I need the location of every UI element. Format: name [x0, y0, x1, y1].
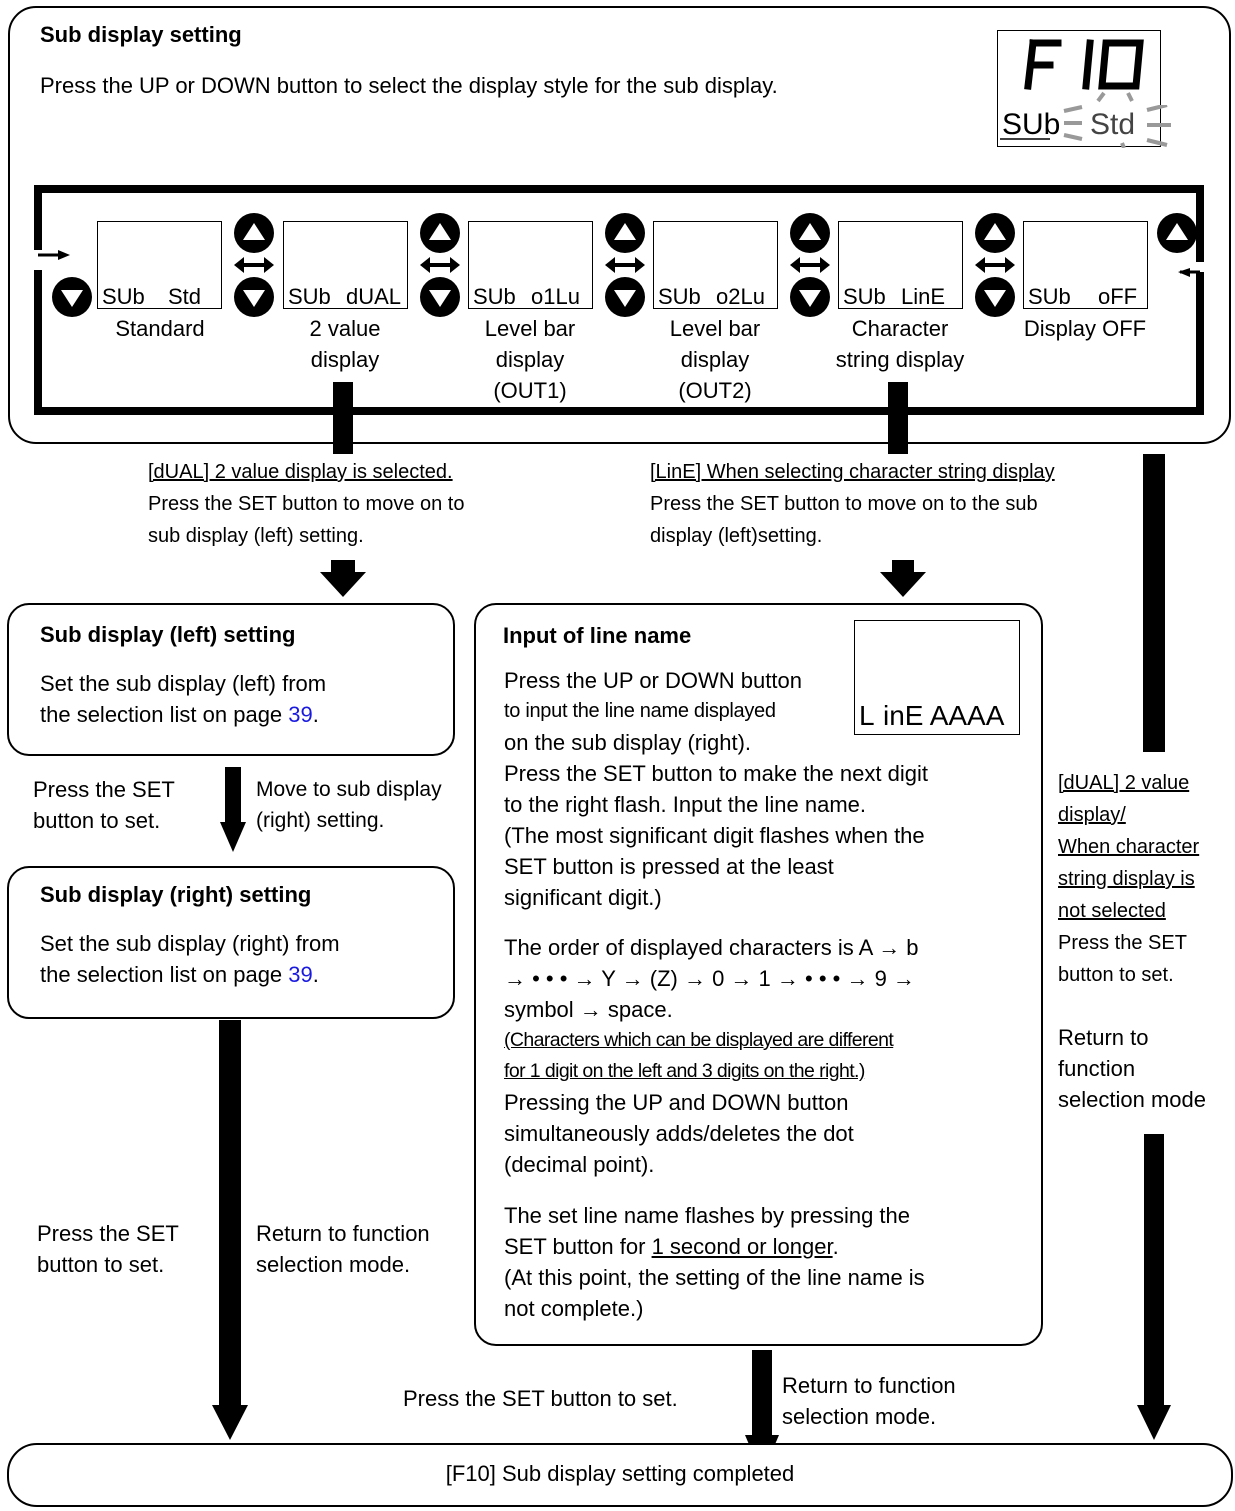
completed-box — [7, 1443, 1233, 1507]
caption-display-off: Display OFF — [1023, 316, 1147, 341]
input-box-title: Input of line name — [503, 623, 692, 648]
lcd-text-left: L — [859, 700, 875, 731]
input-box-text-bottom: The set line name flashes by pressing th… — [504, 1203, 925, 1321]
sub-display-right-box — [7, 866, 455, 1019]
lcd-text-right: Std — [168, 284, 201, 309]
lcd-text-right: dUAL — [346, 284, 401, 309]
lcd-sub-right: Std — [1090, 108, 1135, 141]
selection-loop-frame — [34, 185, 1204, 415]
lcd-text-right: oFF — [1098, 284, 1137, 309]
lcd-text-left: SUb — [658, 284, 701, 309]
lcd-option-display-off[interactable]: SUb oFF — [1023, 221, 1148, 309]
lcd-option-level-bar-out2[interactable]: SUb o2Lu — [653, 221, 778, 309]
lcd-sub-left: SUb — [1002, 108, 1060, 141]
panel-title: Sub display setting — [40, 22, 242, 47]
caption-standard: Standard — [115, 316, 205, 341]
lcd-option-line-string[interactable]: SUb LinE — [838, 221, 963, 309]
right-box-text: Set the sub display (right) from the sel… — [40, 931, 340, 987]
lcd-text-left: SUb — [288, 284, 331, 309]
lcd-text-left: SUb — [1028, 284, 1071, 309]
lcd-text-right: inE AAAA — [883, 700, 1005, 731]
lcd-text-left: SUb — [102, 284, 145, 309]
sub-display-left-box — [7, 603, 455, 756]
dual-note: [dUAL] 2 value display is selected.Press… — [148, 461, 465, 547]
panel-description: Press the UP or DOWN button to select th… — [40, 73, 778, 98]
input-box-text-top: Press the UP or DOWN button to input the… — [504, 668, 928, 910]
page-link[interactable]: 39 — [288, 702, 313, 727]
flash-marks-icon — [1146, 105, 1171, 147]
line-note: [LinE] When selecting character string d… — [650, 461, 1055, 547]
lcd-text-left: SUb — [843, 284, 886, 309]
lcd-text-right: LinE — [901, 284, 945, 309]
lcd-text-left: SUb — [473, 284, 516, 309]
lcd-option-level-bar-out1[interactable]: SUb o1Lu — [468, 221, 593, 309]
lcd-text-right: o2Lu — [716, 284, 765, 309]
lcd-option-standard[interactable]: SUb Std — [97, 221, 222, 309]
page-link[interactable]: 39 — [288, 962, 313, 987]
lcd-text-right: o1Lu — [531, 284, 580, 309]
right-box-title: Sub display (right) setting — [40, 882, 312, 907]
right-side-note: [dUAL] 2 value display/ When character s… — [1058, 772, 1200, 986]
mid-left-move: Move to sub display(right) setting. — [256, 778, 442, 832]
completed-label: [F10] Sub display setting completed — [445, 1461, 795, 1486]
left-box-title: Sub display (left) setting — [40, 622, 296, 647]
lcd-f10-display: SUb Std — [997, 30, 1161, 148]
left-box-text: Set the sub display (left) from the sele… — [40, 671, 327, 727]
bottom-center-set: Press the SET button to set. — [403, 1386, 678, 1411]
input-box-text-order: The order of displayed characters is A →… — [504, 935, 919, 1177]
